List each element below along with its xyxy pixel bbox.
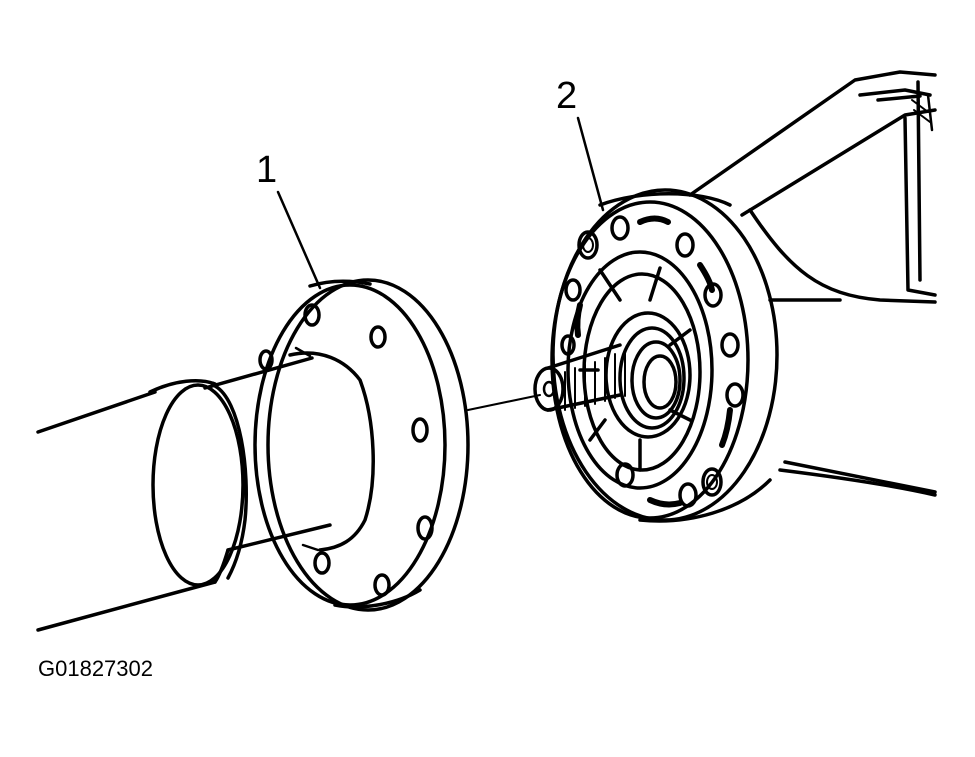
propeller-shaft-flange — [253, 278, 470, 612]
transmission-housing — [688, 70, 937, 497]
callout-2-label: 2 — [556, 75, 577, 117]
leader-line-1 — [276, 190, 322, 290]
alignment-line — [467, 394, 541, 411]
callout-1: 1 — [256, 149, 322, 290]
figure-id: G01827302 — [38, 656, 153, 681]
output-shaft-splines — [533, 343, 626, 412]
output-flange — [550, 188, 779, 523]
callout-1-label: 1 — [256, 149, 277, 191]
propeller-shaft — [36, 356, 332, 632]
leader-line-2 — [576, 116, 605, 212]
callout-2: 2 — [556, 75, 605, 212]
